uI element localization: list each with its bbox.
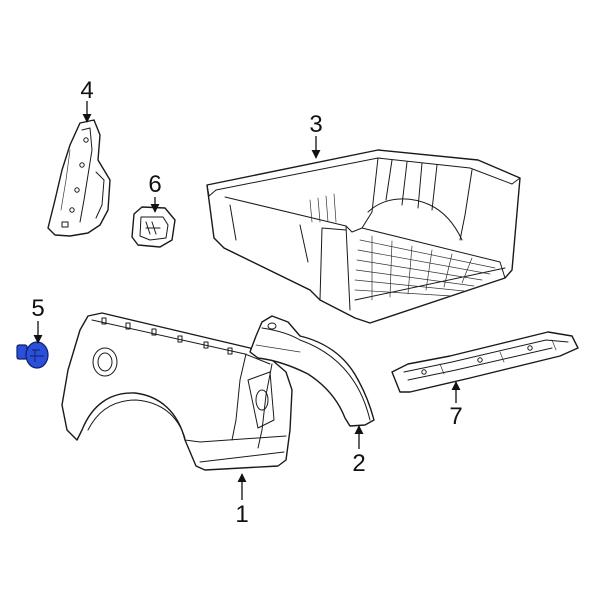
part-1-side-panel[interactable]: [61, 312, 293, 471]
fastener-shank: [16, 344, 28, 360]
callout-6: 6: [148, 171, 161, 198]
part-6-bracket[interactable]: [131, 206, 176, 248]
callout-4: 4: [80, 77, 93, 104]
part-5-fastener[interactable]: [16, 341, 49, 369]
part-3-pickup-box[interactable]: [206, 149, 521, 324]
callout-labels: 4 6 3 5 1 2 7: [31, 77, 462, 528]
fastener-head: [25, 341, 49, 369]
callout-5: 5: [31, 295, 44, 322]
callout-3: 3: [309, 111, 322, 138]
callout-7: 7: [449, 403, 462, 430]
part-2-wheelhouse[interactable]: [249, 315, 375, 427]
callout-1: 1: [235, 501, 248, 528]
leader-lines: [33, 101, 461, 500]
part-7-crossmember[interactable]: [391, 331, 579, 393]
part-4-bracket[interactable]: [47, 119, 111, 237]
callout-2: 2: [352, 450, 365, 477]
